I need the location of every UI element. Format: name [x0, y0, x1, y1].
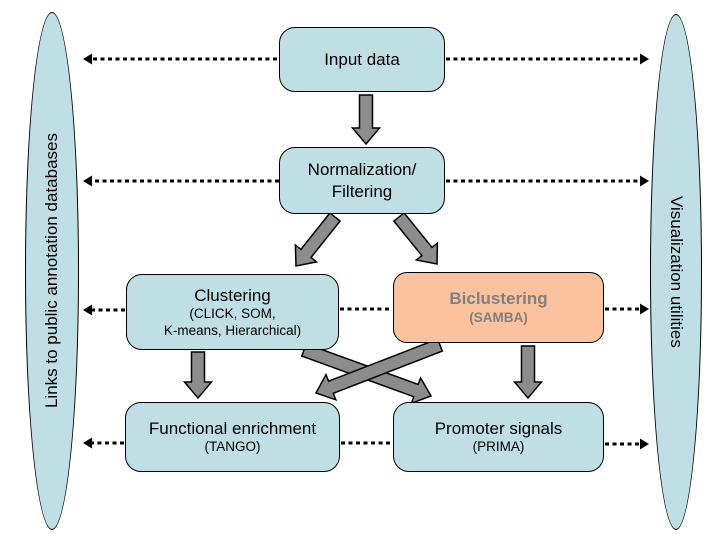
arrow-clustering-to-functional: [182, 351, 214, 400]
node-functional-enrichment-label: Functional enrichment: [148, 418, 317, 438]
connector-arrowhead-input-to-links: [83, 53, 92, 65]
right-ellipse-visualization-utilities: Visualization utilities: [650, 14, 702, 530]
right-ellipse-label: Visualization utilities: [667, 196, 686, 348]
connector-arrowhead-functional-to-links: [83, 437, 92, 449]
node-normalization-label: Normalization/ Filtering: [307, 160, 417, 201]
node-normalization-filtering: Normalization/ Filtering: [279, 147, 445, 214]
node-promoter-signals-tools: (PRIMA): [472, 439, 525, 455]
node-promoter-signals-label: Promoter signals: [434, 418, 563, 438]
node-biclustering-label: Biclustering: [449, 289, 548, 309]
node-clustering-label: Clustering: [194, 285, 271, 305]
arrow-clustering-to-promoter: [300, 342, 433, 405]
node-promoter-signals: Promoter signals (PRIMA): [393, 402, 604, 472]
left-ellipse-label: Links to public annotation databases: [42, 133, 61, 409]
connector-arrowhead-biclustering-to-visualization: [640, 303, 649, 315]
arrow-input-to-normalization: [350, 94, 382, 146]
node-functional-enrichment-tools: (TANGO): [204, 439, 261, 455]
connector-arrowhead-normalization-to-links: [83, 175, 92, 187]
arrow-normalization-to-clustering: [294, 211, 342, 267]
connector-arrowhead-promoter-to-visualization: [640, 438, 649, 450]
left-ellipse-annotation-databases: Links to public annotation databases: [25, 12, 79, 530]
connector-arrowhead-normalization-to-visualization: [640, 175, 649, 187]
arrow-normalization-to-biclustering: [392, 211, 439, 265]
arrow-biclustering-to-promoter: [512, 345, 544, 400]
connector-arrowhead-clustering-to-links: [83, 304, 92, 316]
node-functional-enrichment: Functional enrichment (TANGO): [125, 402, 340, 472]
node-biclustering: Biclustering (SAMBA): [393, 272, 604, 343]
node-input-data-label: Input data: [324, 49, 400, 69]
connector-arrowhead-input-to-visualization: [640, 53, 649, 65]
node-clustering: Clustering (CLICK, SOM, K-means, Hierarc…: [126, 274, 339, 350]
node-clustering-tools: (CLICK, SOM, K-means, Hierarchical): [163, 305, 302, 338]
node-input-data: Input data: [279, 27, 445, 92]
arrow-biclustering-to-functional: [314, 337, 444, 402]
node-biclustering-tools: (SAMBA): [469, 309, 528, 325]
